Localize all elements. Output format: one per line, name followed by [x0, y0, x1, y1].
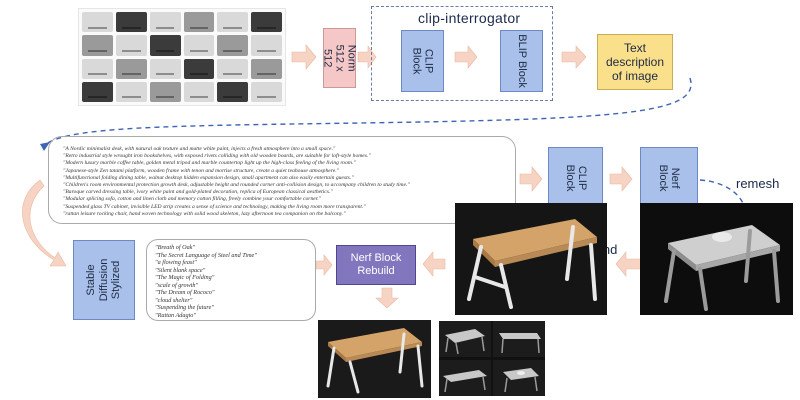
clip-block: CLIP Block: [401, 30, 444, 92]
furniture-thumbnail: [115, 58, 147, 79]
style-line: "Rattan Adagio": [155, 311, 197, 319]
prompt-line: "rattan leisure rocking chair, hand wove…: [63, 210, 346, 217]
norm-512-block: Norm 512 x 512: [321, 28, 358, 88]
style-line: "scale of growth": [155, 281, 199, 289]
furniture-thumbnail: [217, 58, 249, 79]
clip-interrogator-title: clip-interrogator: [418, 10, 521, 26]
furniture-thumbnail: [115, 81, 147, 102]
prompt-line: "A Nordic minimalist desk, with natural …: [63, 146, 336, 152]
furniture-thumbnail: [149, 35, 181, 56]
furniture-thumbnail: [82, 35, 113, 56]
arrow-left-icon: [615, 251, 643, 277]
furniture-thumbnail: [183, 35, 215, 56]
furniture-thumbnail: [82, 81, 113, 102]
furniture-thumbnail: [115, 12, 147, 33]
furniture-thumbnail: [149, 81, 181, 102]
clip-interrogator-frame: [371, 6, 553, 101]
prompt-line: "Modular splicing sofa, cotton and linen…: [63, 196, 322, 203]
arrow-right-icon: [609, 166, 633, 192]
stable-diffusion-block: Stable Diffusion Stylized: [73, 240, 135, 320]
text-description-block: Text description of image: [597, 34, 673, 90]
clip-block-2: CLIP Block: [548, 147, 603, 209]
furniture-thumbnail: [251, 81, 282, 102]
prompt-line: "Multifunctional folding dining table, w…: [63, 174, 354, 181]
furniture-thumbnail: [82, 58, 113, 79]
arrow-right-icon: [519, 166, 543, 192]
furniture-thumbnail: [149, 58, 181, 79]
prompt-line: "Suspended glass TV cabinet, invisible L…: [63, 203, 366, 210]
blip-block-label: BLIP Block: [515, 34, 528, 88]
multiview-render: [493, 359, 545, 396]
style-name-list-box: "Breath of Oak" "The Secret Language of …: [146, 239, 316, 321]
arrow-right-icon: [315, 254, 333, 276]
furniture-thumbnail: [183, 81, 215, 102]
nerf-rebuild-label: Nerf Block Rebuild: [350, 252, 402, 277]
style-line: "Silent blank space": [155, 266, 206, 274]
style-line: "The Dream of Rococo": [155, 289, 215, 296]
stable-diffusion-label: Stable Diffusion Stylized: [85, 258, 123, 302]
remesh-label: remesh: [736, 176, 780, 191]
nerf-block-rebuild: Nerf Block Rebuild: [336, 245, 416, 285]
nerf-block-label: Nerf Block: [657, 164, 682, 192]
stylized-table-render: [318, 320, 431, 398]
multiview-render: [439, 359, 491, 396]
furniture-thumbnail: [251, 58, 282, 79]
multiview-render: [493, 321, 545, 357]
furniture-thumbnail: [115, 35, 147, 56]
furniture-thumbnail: [82, 12, 113, 33]
style-line: "The Magic of Folding": [155, 274, 215, 281]
prompt-line: "Japanese-style Zen tatami platform, woo…: [63, 167, 339, 174]
clip-block-label: CLIP Block: [410, 47, 435, 75]
style-line: "Breath of Oak": [155, 244, 196, 251]
blip-block: BLIP Block: [500, 30, 543, 92]
style-line: "The Secret Language of Steel and Time": [155, 251, 257, 259]
prompt-list-box: "A Nordic minimalist desk, with natural …: [48, 136, 516, 224]
furniture-thumbnail: [183, 12, 215, 33]
prompt-line: "Children's room environmental protectio…: [63, 182, 410, 189]
arrow-left-icon: [422, 251, 446, 277]
furniture-thumbnail: [251, 12, 282, 33]
furniture-thumbnail: [251, 35, 282, 56]
style-line: "a flowing feast": [155, 259, 197, 266]
arrow-right-icon: [561, 45, 587, 69]
multiview-render: [439, 321, 491, 357]
furniture-thumbnail: [217, 35, 249, 56]
arrow-right-icon: [291, 44, 317, 70]
oak-table-render: [455, 203, 607, 315]
furniture-thumbnail: [149, 12, 181, 33]
input-furniture-image-grid: [78, 8, 286, 106]
norm-512-label: Norm 512 x 512: [321, 44, 358, 72]
prompt-line: "Modern luxury marble coffee table, gold…: [63, 160, 356, 167]
prompt-line: "Retro industrial style wrought iron boo…: [63, 153, 371, 160]
text-description-label: Text description of image: [605, 41, 665, 83]
remeshed-table-render: [640, 203, 793, 315]
style-line: "cloud shelter": [155, 296, 193, 304]
clip-block-2-label: CLIP Block: [563, 164, 588, 192]
prompt-line: "Baroque carved dressing table, ivory wh…: [63, 189, 333, 196]
furniture-thumbnail: [217, 81, 249, 102]
nerf-block: Nerf Block: [640, 147, 698, 209]
style-line: "Suspending the future": [155, 304, 214, 311]
arrow-down-icon: [375, 287, 399, 309]
furniture-thumbnail: [183, 58, 215, 79]
furniture-thumbnail: [217, 12, 249, 33]
multiview-renders-grid: [439, 321, 545, 396]
